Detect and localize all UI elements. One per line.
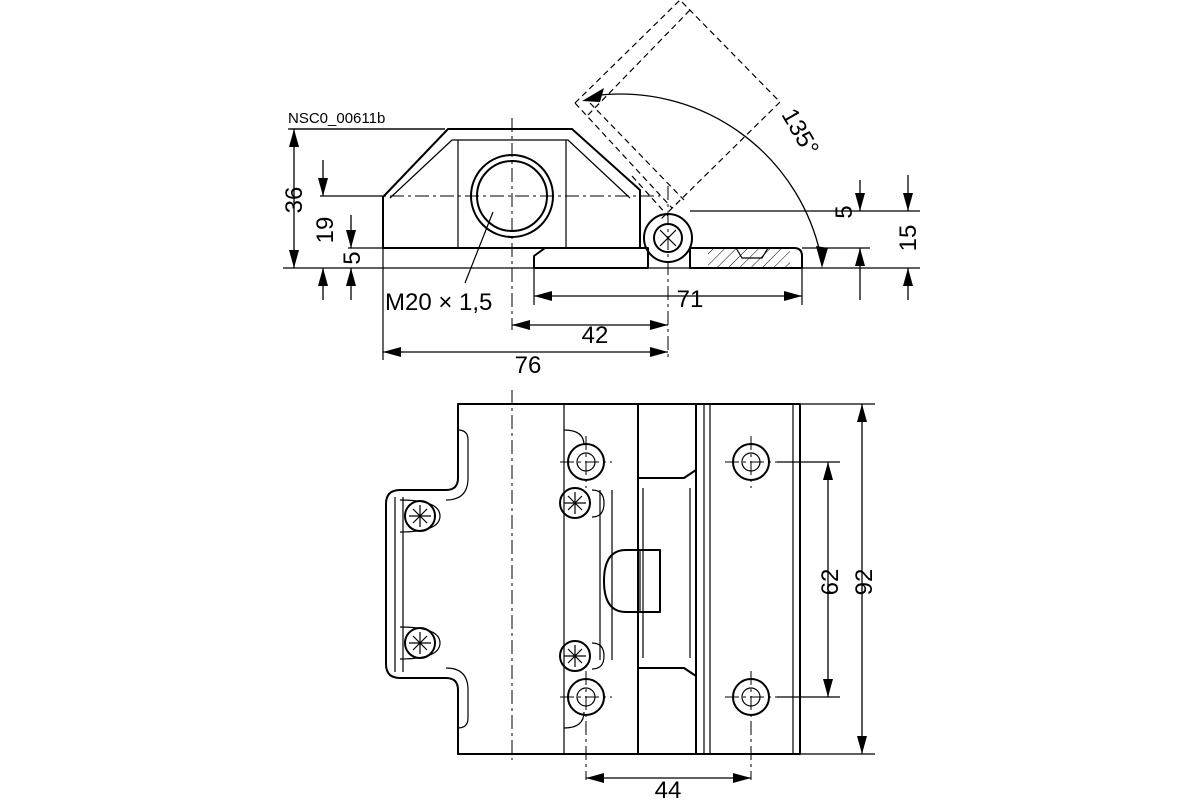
arrow [784, 291, 802, 301]
arrow [857, 736, 867, 754]
phillips-screw [559, 487, 591, 519]
arrow [346, 268, 356, 286]
dim-62-label: 62 [817, 569, 844, 596]
screw-slot [591, 489, 605, 670]
arrow [903, 268, 913, 286]
arrow [318, 178, 328, 196]
arrow [534, 291, 552, 301]
arrow [289, 129, 299, 147]
countersink [735, 247, 769, 259]
phillips-screw [404, 627, 436, 659]
knuckle-inner [642, 488, 691, 658]
side-view: NSC0_00611b M20 × 1,5 [281, 0, 922, 379]
arc-arrow-start [582, 88, 604, 102]
recess-channel [599, 490, 613, 660]
dim-71-label: 71 [677, 286, 704, 313]
rotated-leaf-phantom-edge [574, 102, 673, 209]
phillips-screw [404, 500, 436, 532]
dim-5-pin-label: 5 [831, 205, 858, 218]
bracket-edge [394, 497, 404, 672]
thread-leader [464, 211, 494, 284]
rotation-arc [591, 93, 823, 263]
arrow [855, 193, 865, 211]
arc-arrow-end [816, 246, 828, 268]
phillips-screw [559, 640, 591, 672]
drawing-reference: NSC0_00611b [288, 110, 385, 127]
plan-view: 62 92 44 [385, 390, 878, 800]
dim-92-label: 92 [851, 569, 878, 596]
dim-76-label: 76 [515, 352, 542, 379]
hinge-leaf [533, 247, 649, 269]
arrow [346, 230, 356, 248]
arrow [512, 320, 530, 330]
screw-slot [399, 499, 441, 660]
knuckle-interlock [637, 469, 697, 677]
dim-36-label: 36 [281, 187, 308, 214]
arrow [383, 347, 401, 357]
dim-15-label: 15 [895, 225, 922, 252]
arrow [857, 404, 867, 422]
rotated-leaf-phantom [574, 0, 781, 221]
rotated-leaf-phantom-edge [631, 175, 669, 217]
dim-42-label: 42 [582, 322, 609, 349]
thread-label: M20 × 1,5 [385, 289, 492, 316]
hinge-leaf-right [689, 247, 803, 269]
arrow [823, 462, 833, 480]
plan-notch [445, 667, 469, 729]
body-chamfer-line [389, 139, 631, 199]
arrow [586, 773, 604, 783]
arrow [733, 773, 751, 783]
dim-44-label: 44 [655, 777, 682, 800]
rotated-leaf-phantom-edge [589, 102, 685, 201]
angle-label: 135° [776, 104, 824, 160]
arrow [650, 347, 668, 357]
plan-outline [385, 403, 801, 755]
plan-notch [445, 429, 469, 501]
dim-19-label: 19 [312, 217, 339, 244]
lock-pin [603, 549, 661, 613]
rotated-leaf-phantom-inner [587, 9, 691, 116]
arrow [823, 679, 833, 697]
arrow [650, 320, 668, 330]
dim-5-base-label: 5 [339, 251, 366, 264]
arrow [903, 193, 913, 211]
arrow [855, 248, 865, 266]
arrow [289, 250, 299, 268]
arrow [318, 268, 328, 286]
